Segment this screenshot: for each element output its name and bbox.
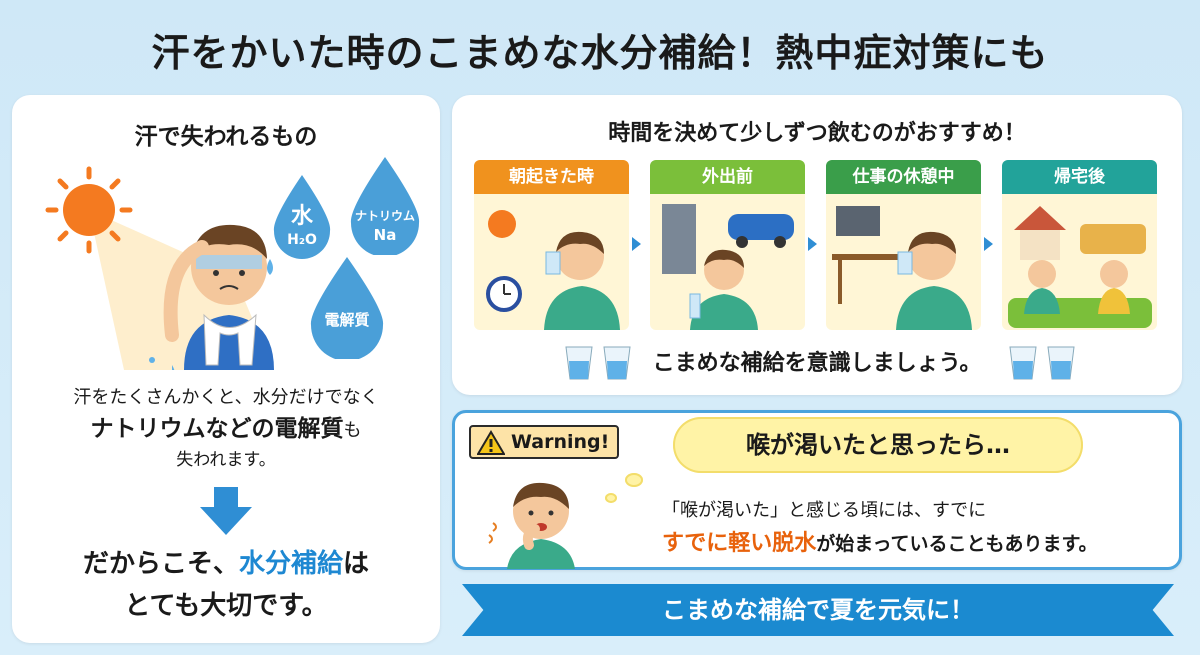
thought-dot xyxy=(605,493,617,503)
water-glass-icon xyxy=(1047,346,1075,380)
sun-icon xyxy=(45,166,133,254)
sweat-loss-heading: 汗で失われるもの xyxy=(134,124,318,150)
conclusion-prefix: だからこそ、 xyxy=(82,549,239,579)
step-after-home: 帰宅後 xyxy=(1002,160,1157,330)
step-arrow-icon xyxy=(984,237,993,251)
step-arrow-icon xyxy=(632,237,641,251)
warning-triangle-icon xyxy=(477,430,505,455)
warning-badge: Warning! xyxy=(469,425,619,459)
home-illustration xyxy=(1008,206,1152,328)
water-glass-icon xyxy=(603,346,631,380)
conclusion-highlight: 水分補給 xyxy=(238,549,343,579)
electrolyte-emphasis: ナトリウムなどの電解質 xyxy=(90,416,344,442)
going-out-illustration xyxy=(662,204,794,330)
closing-ribbon: こまめな補給で夏を元気に！ xyxy=(462,584,1174,636)
thirsty-person-illustration xyxy=(488,482,575,569)
explanation-line-2: ナトリウムなどの電解質も xyxy=(12,409,440,443)
work-break-illustration xyxy=(832,206,972,330)
warning-text-line-1: 「喉が渇いた」と感じる頃には、すでに xyxy=(662,500,987,521)
warning-panel: Warning! 喉が渇いたと思ったら… 「喉が渇いた」と感じる頃には、すでに … xyxy=(452,410,1182,570)
step-work-break-label: 仕事の休憩中 xyxy=(826,160,981,194)
down-arrow-icon xyxy=(200,487,252,535)
reminder-text: こまめな補給を意識しましょう。 xyxy=(652,351,982,376)
water-drop-icon xyxy=(273,175,331,259)
sodium-drop-icon xyxy=(350,157,420,255)
explanation-line-2-tail: も xyxy=(343,420,362,441)
explanation-line-3: 失われます。 xyxy=(176,450,276,470)
drop-label-sodium: ナトリウム xyxy=(354,209,415,223)
explanation-line-1: 汗をたくさんかくと、水分だけでなく xyxy=(73,387,379,408)
conclusion-line-1: だからこそ、水分補給は xyxy=(12,543,440,580)
warning-text-line-2-rest: が始まっていることもあります。 xyxy=(816,533,1098,555)
thought-dot xyxy=(625,473,643,487)
drop-sub-water: H₂O xyxy=(287,232,317,248)
electrolyte-drop-icon xyxy=(310,257,384,359)
step-before-going-out: 外出前 xyxy=(650,160,805,330)
conclusion-line-2: とても大切です。 xyxy=(124,591,328,621)
step-work-break: 仕事の休憩中 xyxy=(826,160,981,330)
dehydration-emphasis: すでに軽い脱水 xyxy=(662,531,817,556)
step-morning-label: 朝起きた時 xyxy=(474,160,629,194)
conclusion-suffix: は xyxy=(343,549,370,579)
step-after-home-label: 帰宅後 xyxy=(1002,160,1157,194)
drop-label-electrolyte: 電解質 xyxy=(324,311,370,329)
water-glass-icon xyxy=(1009,346,1037,380)
step-before-going-out-label: 外出前 xyxy=(650,160,805,194)
water-glass-icon xyxy=(565,346,593,380)
page-title: 汗をかいた時のこまめな水分補給！熱中症対策にも xyxy=(151,31,1049,75)
timing-heading: 時間を決めて少しずつ飲むのがおすすめ！ xyxy=(608,121,1026,146)
step-morning: 朝起きた時 xyxy=(474,160,629,330)
drop-label-water: 水 xyxy=(290,204,313,229)
timing-panel: 時間を決めて少しずつ飲むのがおすすめ！ 朝起きた時 外出前 仕事の休憩中 xyxy=(452,95,1182,395)
morning-drinking-illustration xyxy=(486,210,620,330)
sweating-person-illustration xyxy=(45,166,274,370)
step-arrow-icon xyxy=(808,237,817,251)
warning-badge-label: Warning! xyxy=(511,431,610,453)
drop-sub-sodium: Na xyxy=(373,226,397,244)
sweat-loss-panel: 汗で失われるもの 水 H₂O ナトリウム Na xyxy=(12,95,440,643)
thought-bubble: 喉が渇いたと思ったら… xyxy=(673,417,1083,473)
warning-text-line-2: すでに軽い脱水が始まっていることもあります。 xyxy=(662,525,1098,557)
